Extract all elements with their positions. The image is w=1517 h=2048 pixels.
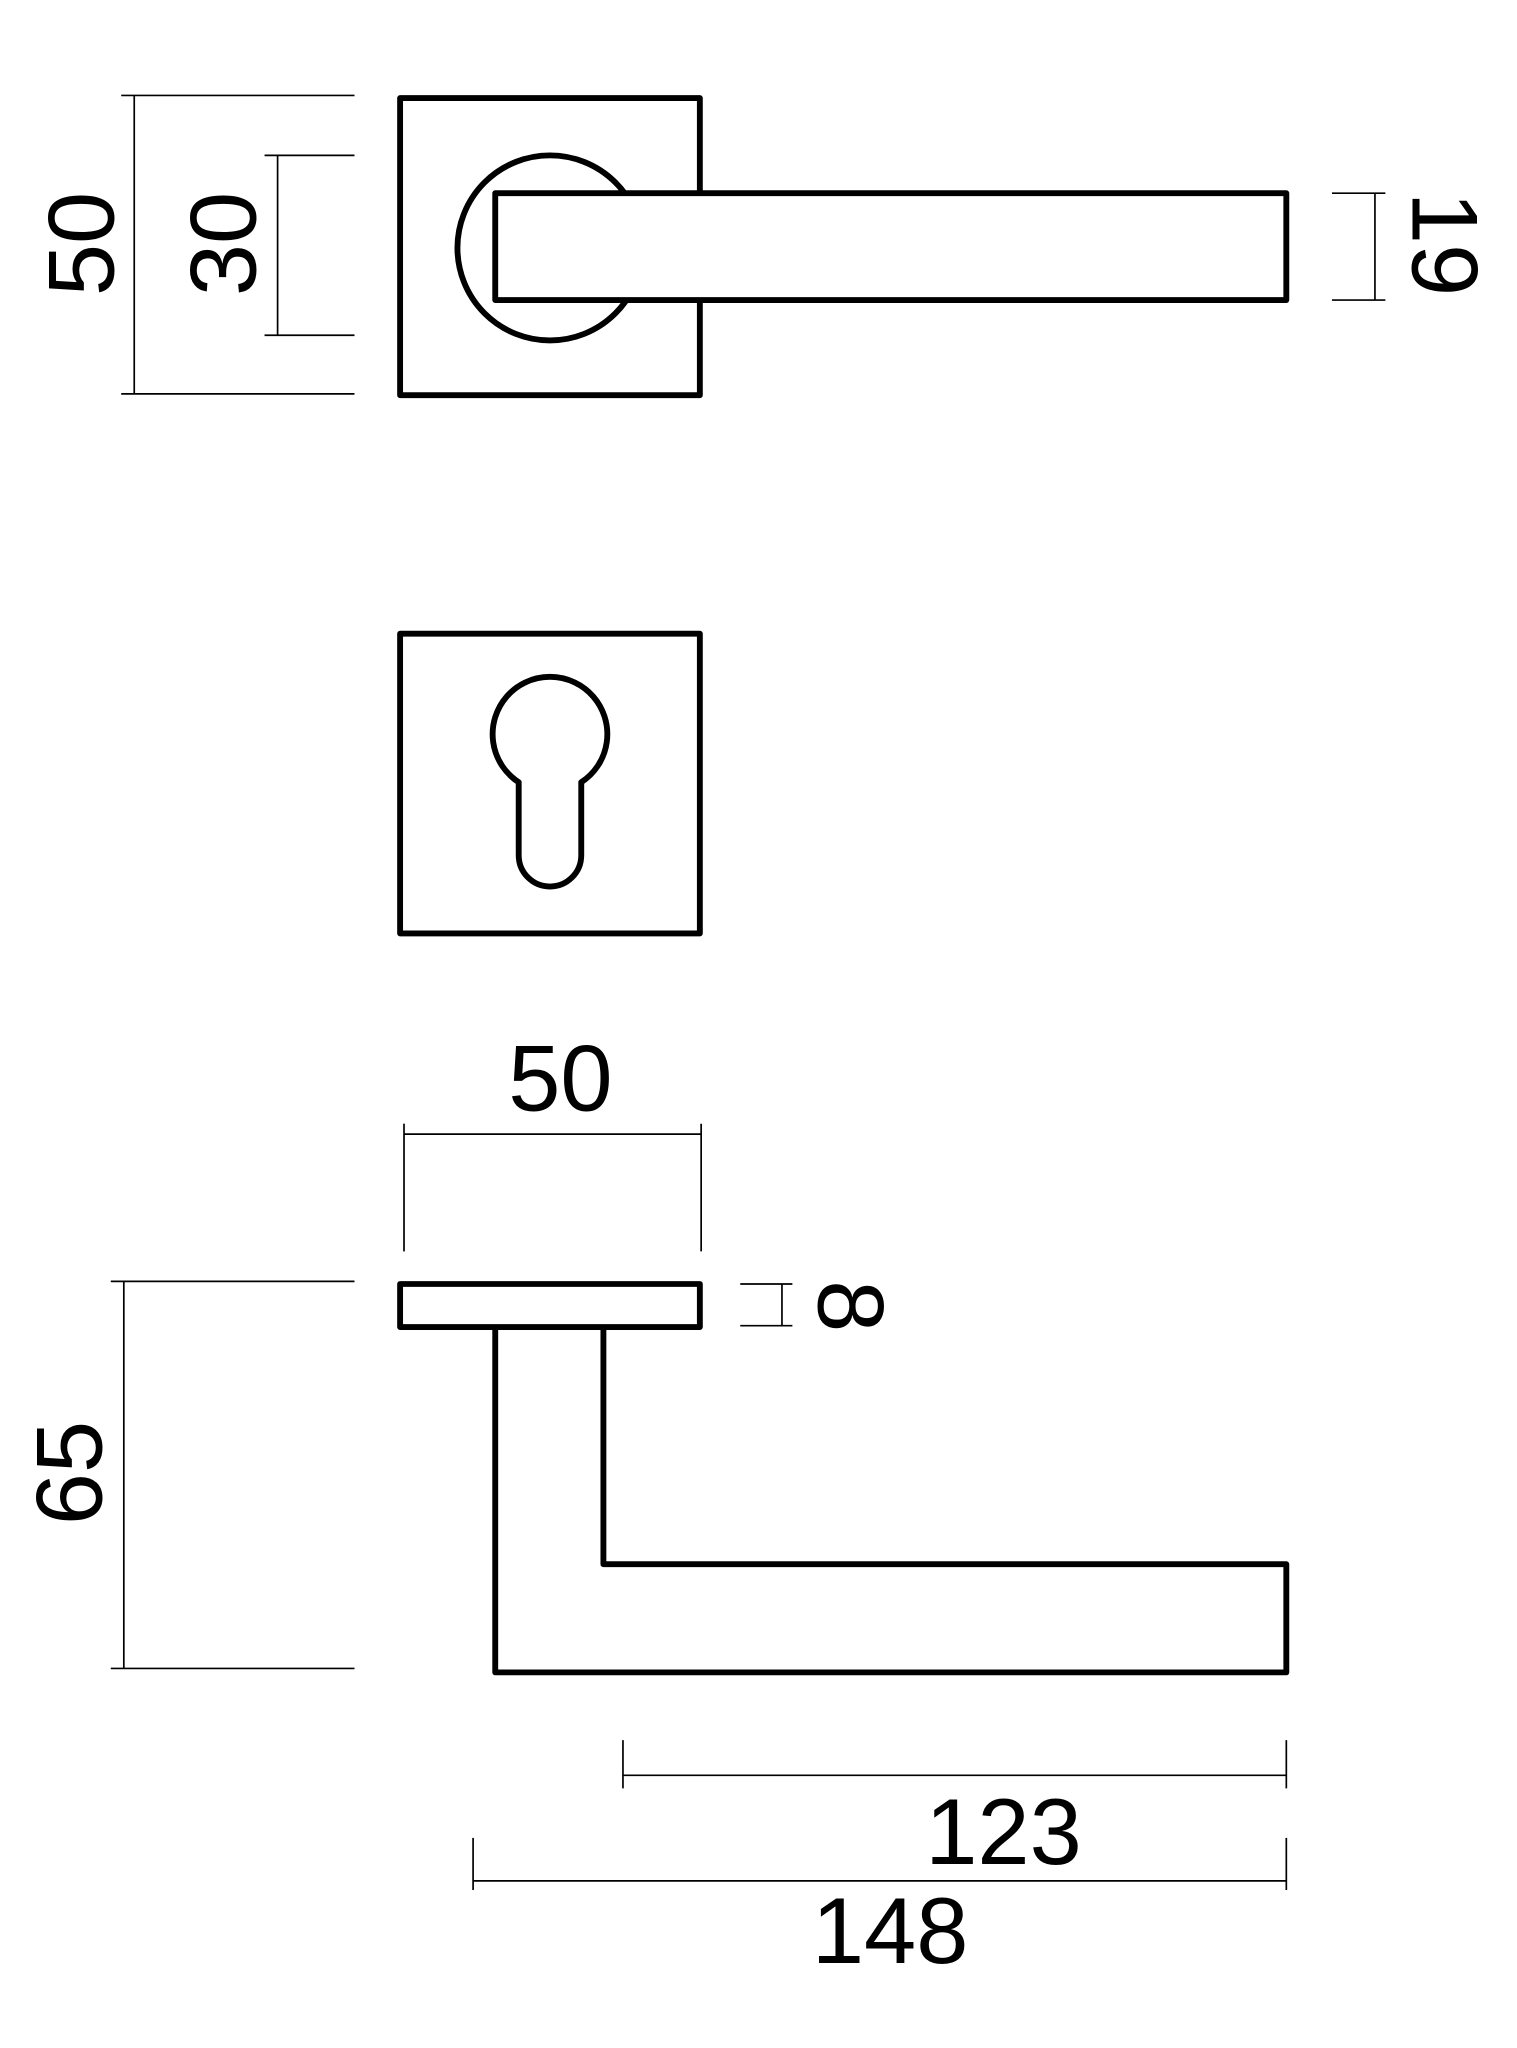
dim-label: 50 <box>508 1026 612 1131</box>
escutcheon-rose <box>397 630 703 937</box>
lever-side <box>492 1327 1290 1676</box>
keyhole-icon <box>489 673 611 890</box>
dim-19: 19 <box>1331 192 1498 301</box>
dim-label: 123 <box>925 1779 1082 1884</box>
dim-label: 19 <box>1393 192 1498 296</box>
rose-side <box>397 1281 703 1330</box>
dim-8: 8 <box>740 1280 903 1332</box>
side-view: 50 8 65 123 148 <box>17 1026 1290 1983</box>
dim-label: 8 <box>798 1280 903 1332</box>
top-view: 50 30 19 <box>28 94 1498 399</box>
dim-label: 65 <box>17 1421 122 1525</box>
dim-65: 65 <box>17 1280 355 1670</box>
lever-top <box>492 190 1290 303</box>
dim-50-horizontal: 50 <box>403 1026 703 1252</box>
dim-label: 30 <box>170 192 275 296</box>
dim-30: 30 <box>170 154 355 337</box>
dim-148: 148 <box>472 1837 1288 1983</box>
dim-123: 123 <box>622 1740 1288 1884</box>
dim-50-vertical: 50 <box>28 94 355 395</box>
escutcheon-view <box>397 630 703 937</box>
dim-label: 148 <box>812 1878 969 1983</box>
dim-label: 50 <box>28 192 133 296</box>
